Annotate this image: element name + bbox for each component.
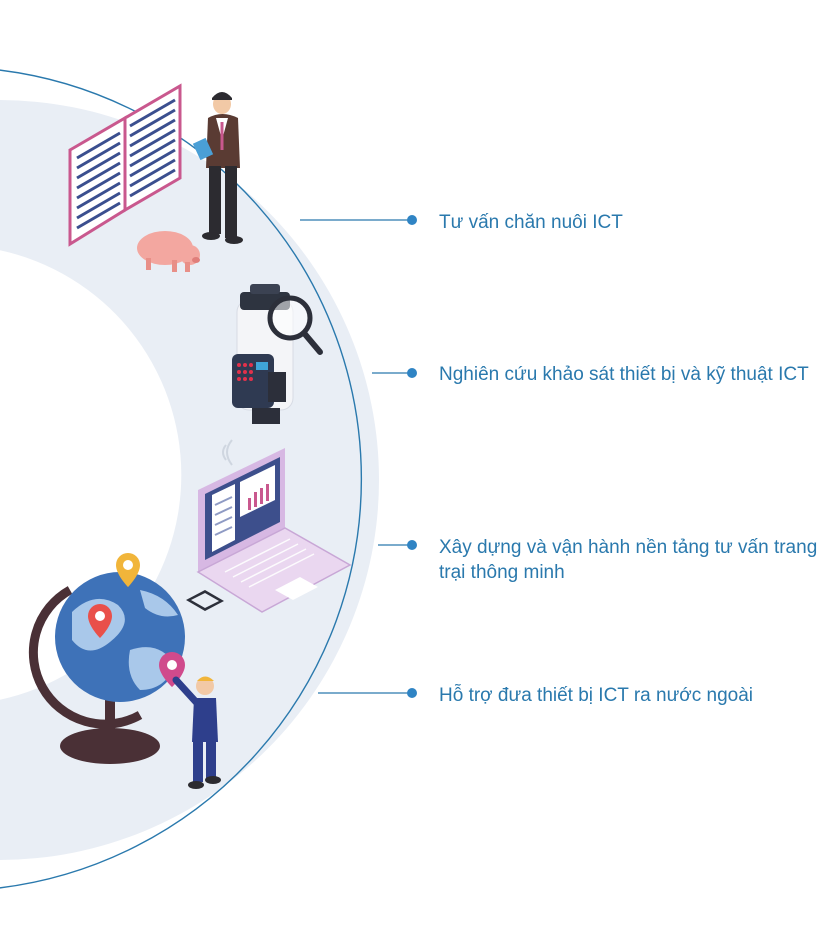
service-label-ict-consulting: Tư vấn chăn nuôi ICT: [439, 212, 623, 233]
service-label-device-research: Nghiên cứu khảo sát thiết bị và kỹ thuật…: [439, 364, 809, 385]
connector-4: [318, 688, 417, 698]
service-label-overseas-support: Hỗ trợ đưa thiết bị ICT ra nước ngoài: [439, 685, 754, 706]
globe-location-icon: [28, 553, 221, 789]
wifi-signal-icon: [222, 439, 233, 466]
location-pin-icon: [88, 604, 112, 638]
book-farmer-pig-icon: [68, 83, 243, 272]
background-ring: [0, 100, 379, 860]
connector-1: [300, 215, 417, 225]
service-label-smart-farm-platform: Xây dựng và vận hành nền tảng tư vấn tra…: [439, 537, 818, 583]
connector-3: [378, 540, 417, 550]
sensor-device-magnifier-icon: [232, 284, 323, 424]
location-pin-icon: [116, 553, 140, 587]
connector-2: [372, 368, 417, 378]
laptop-dashboard-icon: [186, 448, 352, 613]
